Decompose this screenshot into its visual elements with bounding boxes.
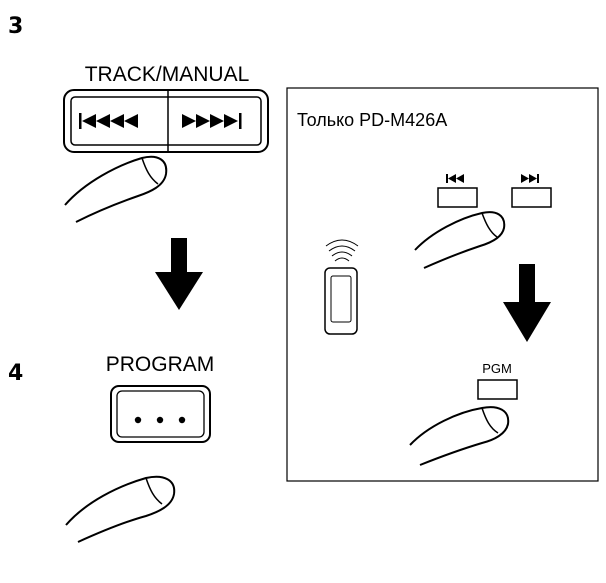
remote-pgm-button[interactable]: [477, 379, 518, 400]
remote-next-button[interactable]: [511, 187, 552, 208]
down-arrow-icon: [503, 264, 551, 342]
down-arrow-icon: [155, 238, 203, 310]
finger-press-icon: [64, 155, 168, 223]
skip-back-icon: [79, 113, 138, 129]
program-button[interactable]: [110, 385, 211, 443]
track-manual-label: TRACK/MANUAL: [85, 63, 250, 86]
finger-press-icon: [409, 406, 510, 466]
remote-prev-button[interactable]: [437, 187, 478, 208]
skip-back-icon: [446, 174, 464, 183]
step-4-number: 4: [8, 361, 23, 386]
finger-press-icon: [65, 475, 176, 543]
remote-only-panel: [286, 87, 599, 482]
track-manual-button[interactable]: [63, 89, 269, 153]
finger-press-icon: [414, 211, 506, 269]
step-3-number: 3: [8, 14, 23, 39]
pgm-label: PGM: [482, 361, 512, 376]
program-label: PROGRAM: [106, 353, 215, 376]
remote-panel-title: Только PD-M426A: [297, 110, 447, 130]
remote-control-icon: [324, 239, 359, 335]
skip-forward-icon: [182, 113, 242, 129]
skip-forward-icon: [521, 174, 539, 183]
